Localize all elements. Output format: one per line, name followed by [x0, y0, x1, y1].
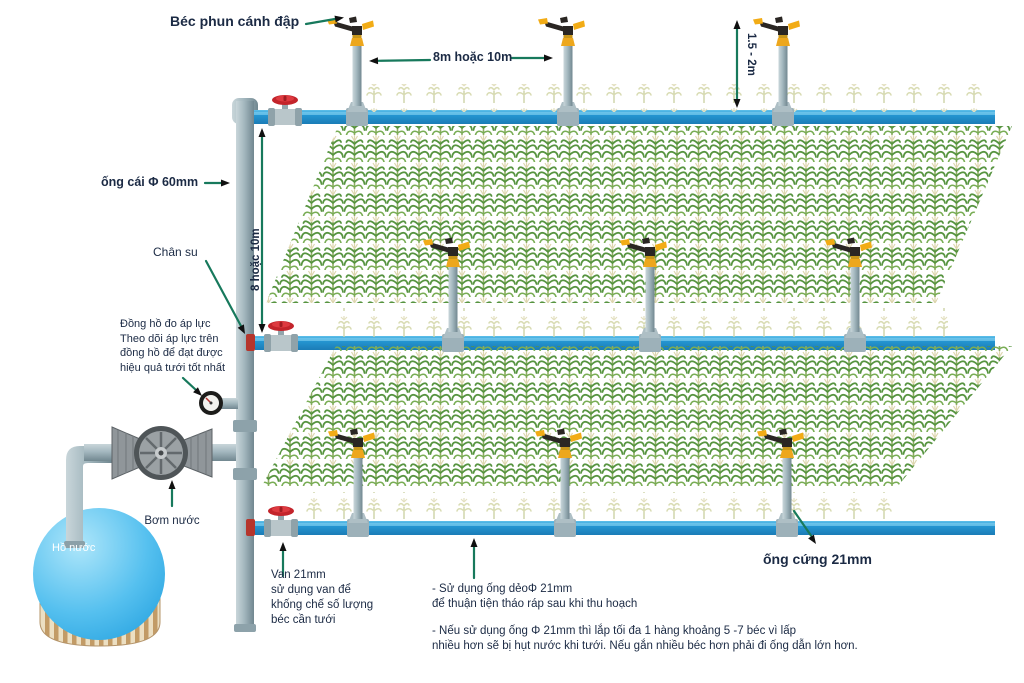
seedling-row-bottom: [290, 492, 902, 523]
sprinkler-icon: [538, 16, 585, 126]
sprinkler-label-arrow: [304, 17, 337, 26]
lateral-pipe-bottom: [255, 521, 995, 535]
capacity-note-line: nhiều hơn sẽ bị hụt nước khi tưới. Nếu g…: [432, 640, 858, 652]
flexible-pipe-note: - Sử dụng ống dẻoΦ 21mm để thuận tiện th…: [432, 582, 637, 612]
gauge-note-line: đồng hồ để đạt được: [120, 347, 223, 359]
valve-note-line: khống chế số lượng: [271, 599, 374, 611]
sprinklers: [327, 16, 872, 537]
spacing-arrow-left: [376, 58, 432, 62]
rubber-base-arrow: [204, 259, 243, 328]
gauge-note-line: hiệu quả tưới tốt nhất: [120, 361, 226, 374]
capacity-note-line: - Nếu sử dụng ống Φ 21mm thì lắp tối đa …: [432, 625, 797, 637]
gauge-note: Đồng hồ đo áp lực Theo dõi áp lực trên đ…: [120, 317, 225, 375]
sprinkler-icon: [825, 237, 872, 352]
corn-field-upper: [266, 126, 1012, 303]
sprinkler-icon: [753, 16, 800, 126]
sprinkler-icon: [327, 16, 374, 126]
valve-top-icon: [268, 95, 302, 126]
reservoir-label: Hồ nước: [52, 542, 96, 554]
sprinkler-icon: [535, 428, 582, 537]
sprinkler-icon: [328, 428, 375, 537]
pump-icon: [111, 426, 213, 480]
main-pipe-label: ống cái Φ 60mm: [101, 175, 199, 189]
sprinkler-icon: [757, 428, 804, 537]
gauge-note-line: Đồng hồ đo áp lực: [120, 318, 211, 330]
pump-label: Bơm nước: [144, 515, 200, 527]
valve-bottom-icon: [264, 506, 298, 537]
pressure-gauge-icon: [199, 391, 238, 415]
lateral-pipe-top: [254, 110, 995, 124]
flexible-pipe-note-line: để thuận tiện tháo ráp sau khi thu hoạch: [432, 598, 638, 610]
gauge-arrow: [181, 376, 198, 392]
seedling-row-middle: [330, 308, 948, 338]
corn-field-lower: [262, 346, 1012, 486]
gauge-note-line: Theo dõi áp lực trên: [120, 332, 219, 345]
valve-note-line: Van 21mm: [271, 569, 326, 581]
valve-note-line: béc cần tưới: [271, 614, 336, 626]
sprinkler-icon: [423, 237, 470, 352]
valve-note-line: sử dụng van để: [271, 584, 351, 596]
valve-middle-icon: [264, 321, 298, 352]
sprinkler-label: Béc phun cánh đập: [170, 13, 300, 29]
flexible-pipe-note-line: - Sử dụng ống dẻoΦ 21mm: [432, 583, 573, 595]
valve-note: Van 21mm sử dụng van để khống chế số lượ…: [271, 568, 373, 628]
rigid-pipe-arrow: [792, 509, 814, 539]
rubber-base-label: Chân su: [153, 245, 198, 259]
rigid-pipe-label: ống cứng 21mm: [763, 551, 872, 567]
seedling-row-top: [362, 84, 994, 112]
rubber-joint-middle: [246, 334, 255, 351]
sprinkler-icon: [620, 237, 667, 352]
row-spacing-label: 8 hoặc 10m: [250, 228, 262, 291]
height-label: 1.5 - 2m: [745, 33, 757, 76]
arrowheads: [168, 15, 816, 551]
spacing-label: 8m hoặc 10m: [433, 50, 513, 64]
capacity-note: - Nếu sử dụng ống Φ 21mm thì lắp tối đa …: [432, 624, 858, 654]
main-pipe-icon: [232, 98, 258, 632]
rubber-joint-bottom: [246, 519, 255, 536]
annotation-arrows: [170, 17, 814, 580]
